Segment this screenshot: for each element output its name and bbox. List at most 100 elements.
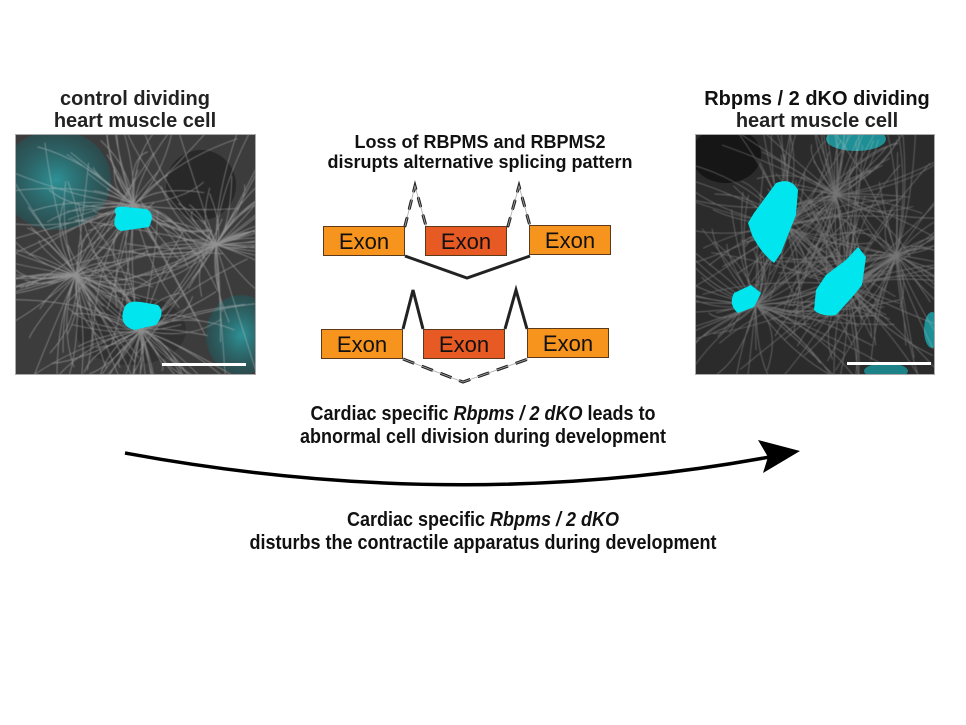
microtubule-fiber (75, 250, 149, 276)
microtubule-fiber (835, 194, 934, 238)
microtubule-fiber (835, 143, 899, 196)
microtubule-fiber (132, 329, 142, 374)
microtubule-fiber (160, 220, 217, 246)
microtubule-fiber (215, 244, 255, 252)
microtubule-fiber (38, 240, 77, 276)
microtubule-fiber (736, 304, 757, 374)
development-arrow (124, 451, 776, 487)
microtubule-fiber (755, 304, 810, 325)
microtubule-fiber (835, 135, 845, 196)
microtubule-fiber (16, 263, 77, 276)
microtubule-fiber (139, 329, 142, 374)
microtubule-fiber (100, 329, 142, 374)
right-panel-title-line2: heart muscle cell (735, 110, 899, 132)
microtubule-fiber (133, 135, 205, 206)
exon-bottom-3: Exon (527, 328, 609, 358)
bottom-solid-splice-junctions (401, 284, 529, 330)
statement2-line2: disturbs the contractile apparatus durin… (249, 532, 717, 554)
microtubule-fiber (16, 269, 77, 280)
microtubule-fiber (140, 319, 235, 331)
microtubule-fiber (762, 151, 837, 196)
microtubule-fiber (16, 188, 135, 206)
microtubule-fiber (75, 152, 155, 276)
splicing-title-line1: Loss of RBPMS and RBPMS2 (354, 132, 606, 152)
microtubule-fiber (755, 304, 821, 364)
microtubule-fiber (895, 254, 934, 262)
exon-bottom-2-alternative: Exon (423, 329, 505, 359)
microtubule-fiber (835, 135, 849, 196)
microtubule-fiber (755, 304, 849, 317)
microtubule-fiber (59, 200, 77, 276)
microtubule-fiber (895, 254, 934, 331)
statement2-line1: Cardiac specific Rbpms / 2 dKO (168, 509, 798, 532)
microtubule-fiber (140, 319, 221, 335)
microtubule-fiber (887, 135, 898, 256)
microtubule-fiber (75, 274, 135, 304)
microtubule-fiber (835, 164, 934, 196)
microtubule-fiber (140, 329, 153, 374)
microtubule-fiber (46, 203, 135, 223)
microtubule-fiber (140, 303, 255, 331)
microtubule-fiber (755, 304, 834, 374)
development-arrowhead (758, 440, 800, 473)
microtubule-fiber (895, 254, 934, 289)
microtubule-fiber (100, 140, 135, 206)
microtubule-fiber (807, 194, 837, 250)
microtubule-fiber (215, 230, 255, 246)
dko-cell-micrograph (695, 134, 935, 375)
microtubule-fiber (133, 135, 168, 206)
exon-top-3: Exon (529, 225, 611, 255)
microtubule-fiber (215, 229, 255, 246)
microtubule-fiber (845, 284, 919, 374)
microtubule-fiber (75, 162, 89, 276)
microtubule-fiber (895, 254, 934, 300)
statement2-prefix: Cardiac specific (346, 509, 491, 531)
microtubule-fiber (215, 244, 255, 246)
microtubule-fiber (75, 274, 132, 374)
statement-contractile-apparatus: Cardiac specific Rbpms / 2 dKO disturbs … (168, 509, 798, 555)
microtubule-fiber (92, 166, 135, 206)
statement1-prefix: Cardiac specific (310, 403, 454, 425)
microtubule-fiber (755, 229, 860, 306)
microtubule-fiber (895, 237, 934, 256)
top-dashed-splice-junctions (403, 180, 532, 228)
microtubule-fiber (140, 329, 146, 374)
microtubule-fiber (16, 274, 77, 321)
microtubule-fiber (161, 239, 217, 246)
interphase-nucleus (206, 295, 255, 374)
left-panel-title-line1: control dividing (60, 88, 210, 110)
microtubule-fiber (16, 273, 77, 279)
microtubule-fiber (204, 187, 217, 246)
microtubule-fiber (215, 244, 255, 249)
microtubule-fiber (140, 329, 189, 374)
microtubule-fiber (133, 203, 181, 230)
microtubule-fiber (747, 304, 757, 374)
microtubule-fiber (75, 274, 107, 369)
microtubule-fiber (133, 190, 205, 206)
microtubule-fiber (215, 226, 255, 246)
microtubule-fiber (178, 203, 217, 246)
microtubule-fiber (870, 254, 897, 361)
microtubule-fiber (189, 204, 217, 246)
microtubule-fiber (884, 204, 897, 256)
microtubule-fiber (785, 135, 852, 226)
microtubule-fiber (785, 224, 873, 245)
dashed-junction-left (403, 180, 428, 228)
microtubule-fiber (83, 329, 142, 373)
microtubule-fiber (16, 274, 77, 292)
microtubule-fiber (66, 274, 77, 368)
microtubule-fiber (766, 135, 837, 196)
microtubule-fiber (209, 193, 220, 246)
exon-bottom-1: Exon (321, 329, 403, 359)
microtubule-fiber (878, 181, 897, 256)
microtubule-fiber (895, 152, 898, 256)
scale-bar (162, 363, 246, 366)
solid-skipping-junction (404, 254, 531, 280)
microtubule-fiber (133, 138, 238, 206)
microtubule-fiber (785, 197, 902, 226)
microtubule-fiber (49, 274, 77, 354)
interphase-nucleus (924, 312, 934, 348)
microtubule-fiber (895, 135, 906, 256)
microtubule-fiber (107, 329, 142, 374)
microtubule-fiber (140, 296, 193, 331)
